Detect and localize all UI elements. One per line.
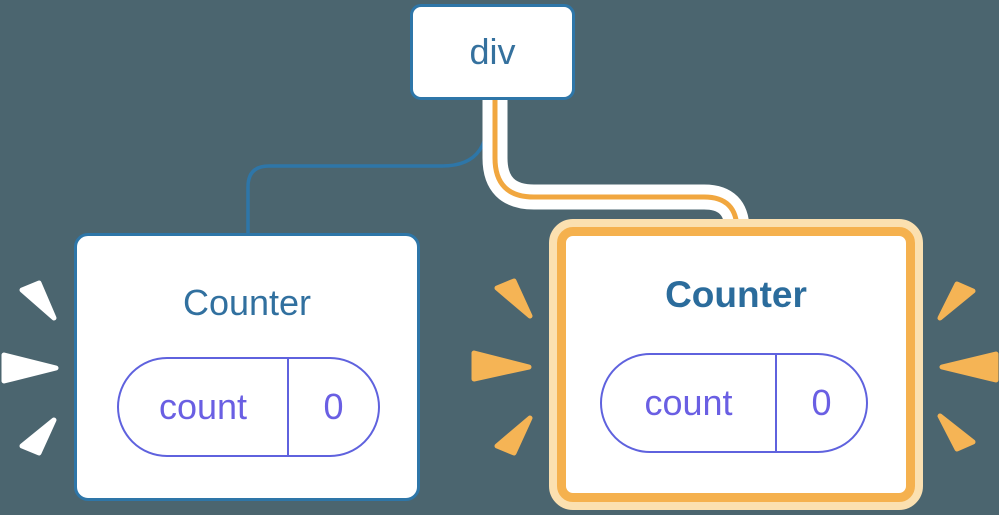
state-key: count <box>158 386 248 427</box>
tree-node-div: div <box>410 4 575 100</box>
counter-card-left: Counter count 0 <box>74 233 420 501</box>
state-pill: count 0 <box>600 353 868 453</box>
counter-card-right: Counter count 0 <box>557 227 915 502</box>
edge-root-to-right <box>492 96 740 238</box>
burst-rays-right-card-right-icon <box>937 281 999 452</box>
state-key: count <box>644 382 733 423</box>
edge-root-to-right-casing <box>482 96 750 238</box>
burst-rays-right-card-left-icon <box>471 278 533 456</box>
edge-root-to-left <box>246 99 492 240</box>
counter-title: Counter <box>182 282 312 323</box>
burst-rays-left-card-icon <box>1 280 59 456</box>
state-pill: count 0 <box>117 357 380 457</box>
tree-node-div-label: div <box>469 31 516 72</box>
counter-card-right-highlight: Counter count 0 <box>549 219 923 510</box>
state-value: 0 <box>775 355 866 451</box>
state-value: 0 <box>287 359 378 455</box>
counter-title: Counter <box>665 274 807 315</box>
